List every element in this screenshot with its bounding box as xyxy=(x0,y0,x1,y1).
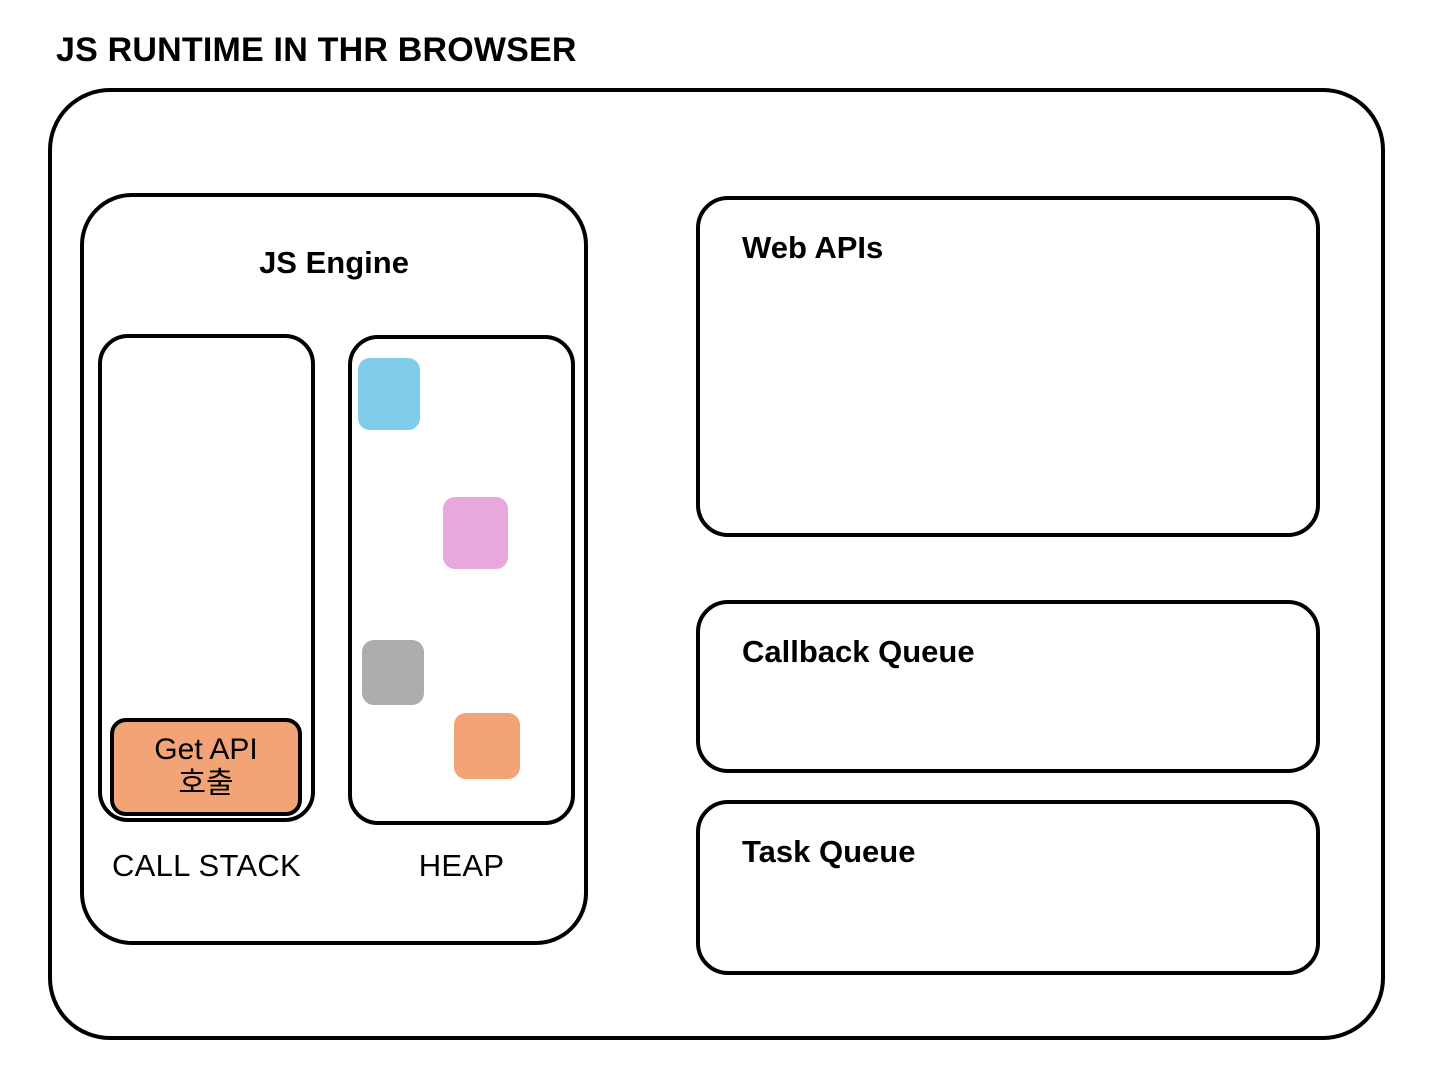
heap-block-orange xyxy=(454,713,520,779)
heap-block-pink xyxy=(443,497,508,569)
web-apis-container: Web APIs xyxy=(696,196,1320,537)
task-queue-container: Task Queue xyxy=(696,800,1320,975)
heap-block-gray xyxy=(362,640,424,705)
callback-queue-container: Callback Queue xyxy=(696,600,1320,773)
heap-block-blue xyxy=(358,358,420,430)
callback-queue-title: Callback Queue xyxy=(742,634,975,669)
page-title: JS RUNTIME IN THR BROWSER xyxy=(56,31,577,69)
heap-label: HEAP xyxy=(418,848,505,883)
stack-frame-line-1: Get API xyxy=(154,733,258,767)
call-stack-label: CALL STACK xyxy=(111,848,302,883)
call-stack-frame-get-api[interactable]: Get API 호출 xyxy=(110,718,302,816)
web-apis-title: Web APIs xyxy=(742,230,884,265)
js-engine-title: JS Engine xyxy=(259,245,409,280)
task-queue-title: Task Queue xyxy=(742,834,916,869)
stack-frame-line-2: 호출 xyxy=(178,767,234,800)
